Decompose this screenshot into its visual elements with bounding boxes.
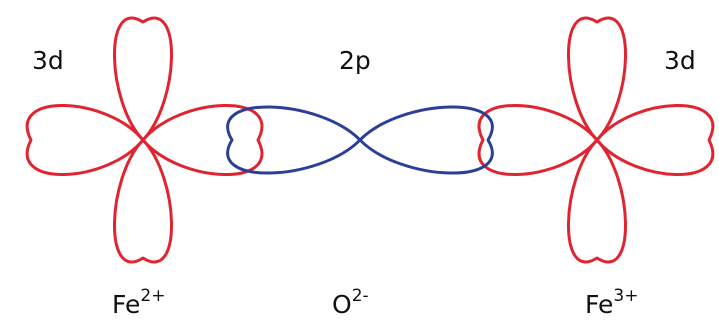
right-ion-label: Fe3+	[585, 288, 638, 319]
center-2p-orbital	[226, 105, 494, 175]
right-ion-symbol: Fe	[585, 290, 614, 319]
right-orbital-label: 3d	[664, 46, 696, 75]
right-3d-orbital	[477, 16, 715, 264]
left-3d-lobe-left	[25, 104, 145, 176]
left-3d-lobe-right	[141, 104, 264, 176]
right-ion-charge: 3+	[613, 286, 639, 306]
center-2p-lobe-right	[358, 105, 494, 175]
center-ion-charge: 2-	[351, 286, 369, 306]
center-ion-label: O2-	[332, 288, 369, 319]
center-2p-lobe-left	[226, 105, 362, 175]
left-3d-lobe-up	[113, 16, 173, 142]
left-ion-label: Fe2+	[112, 288, 165, 319]
center-orbital-label: 2p	[339, 46, 371, 75]
left-orbital-label: 3d	[32, 46, 64, 75]
left-3d-lobe-down	[113, 138, 173, 264]
left-3d-orbital	[25, 16, 264, 264]
right-3d-lobe-up	[567, 16, 627, 142]
right-3d-lobe-down	[567, 138, 627, 264]
center-ion-symbol: O	[332, 290, 352, 319]
left-ion-charge: 2+	[140, 286, 166, 306]
right-3d-lobe-right	[595, 104, 715, 176]
right-3d-lobe-left	[477, 104, 599, 176]
left-ion-symbol: Fe	[112, 290, 141, 319]
